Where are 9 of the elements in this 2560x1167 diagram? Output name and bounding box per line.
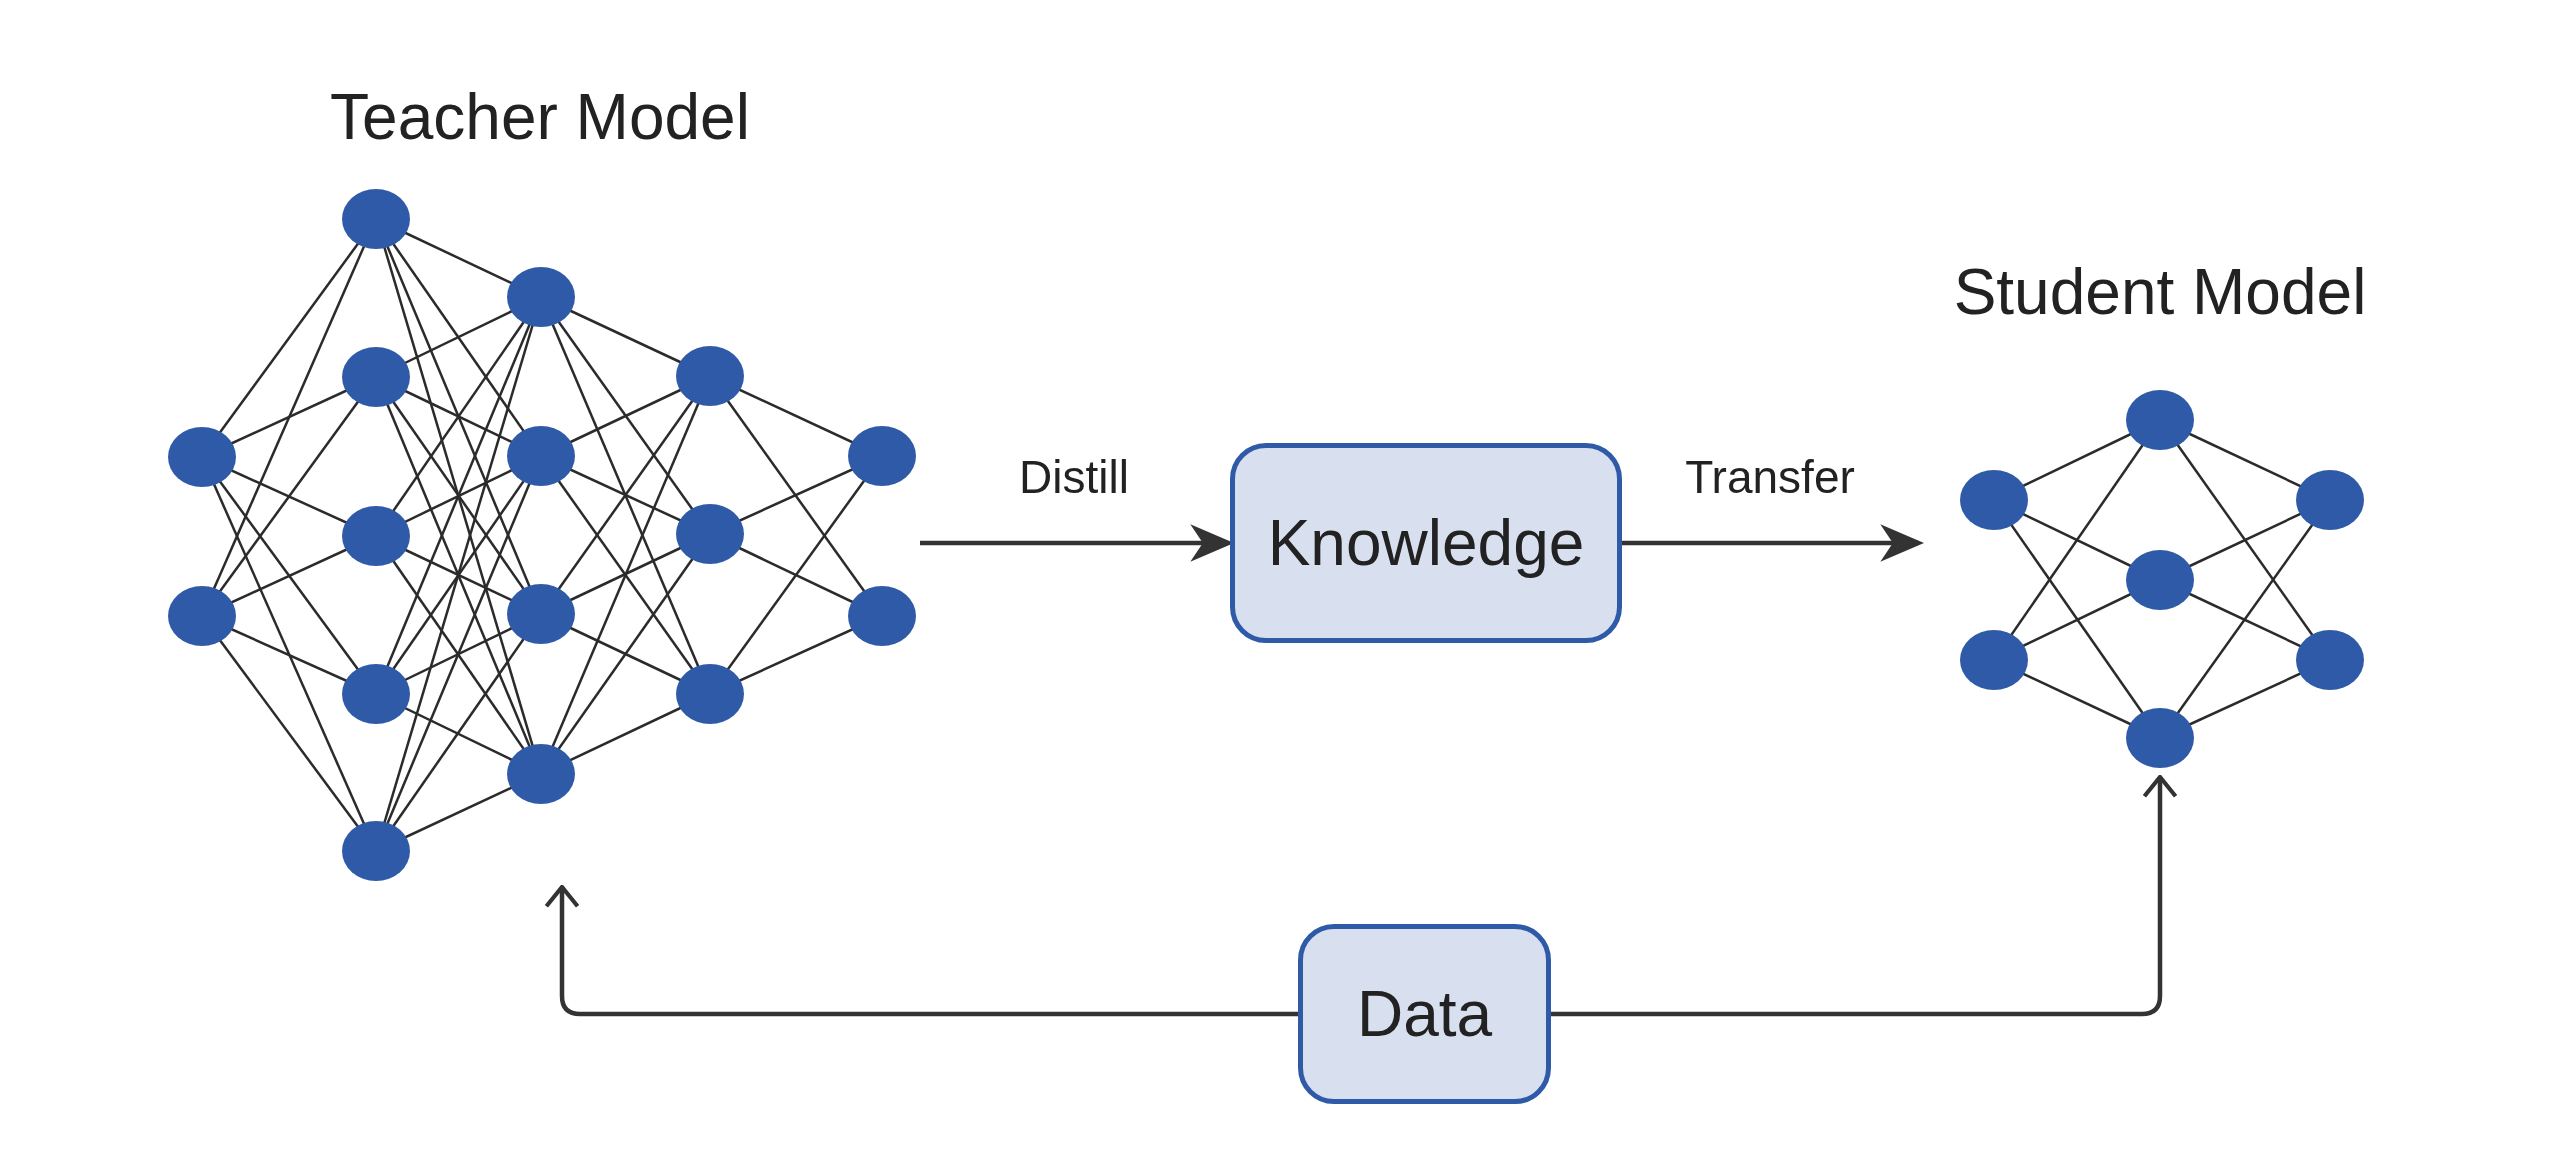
process-box bbox=[1298, 924, 1551, 1104]
arrow bbox=[1622, 524, 1925, 562]
model-title: Student Model bbox=[1952, 255, 2368, 329]
process-box bbox=[1230, 443, 1622, 643]
arrow bbox=[1551, 774, 2178, 1017]
arrow bbox=[544, 884, 1298, 1017]
box-label: Knowledge bbox=[1267, 506, 1585, 580]
box-label: Data bbox=[1356, 977, 1493, 1051]
model-title: Teacher Model bbox=[329, 80, 751, 154]
